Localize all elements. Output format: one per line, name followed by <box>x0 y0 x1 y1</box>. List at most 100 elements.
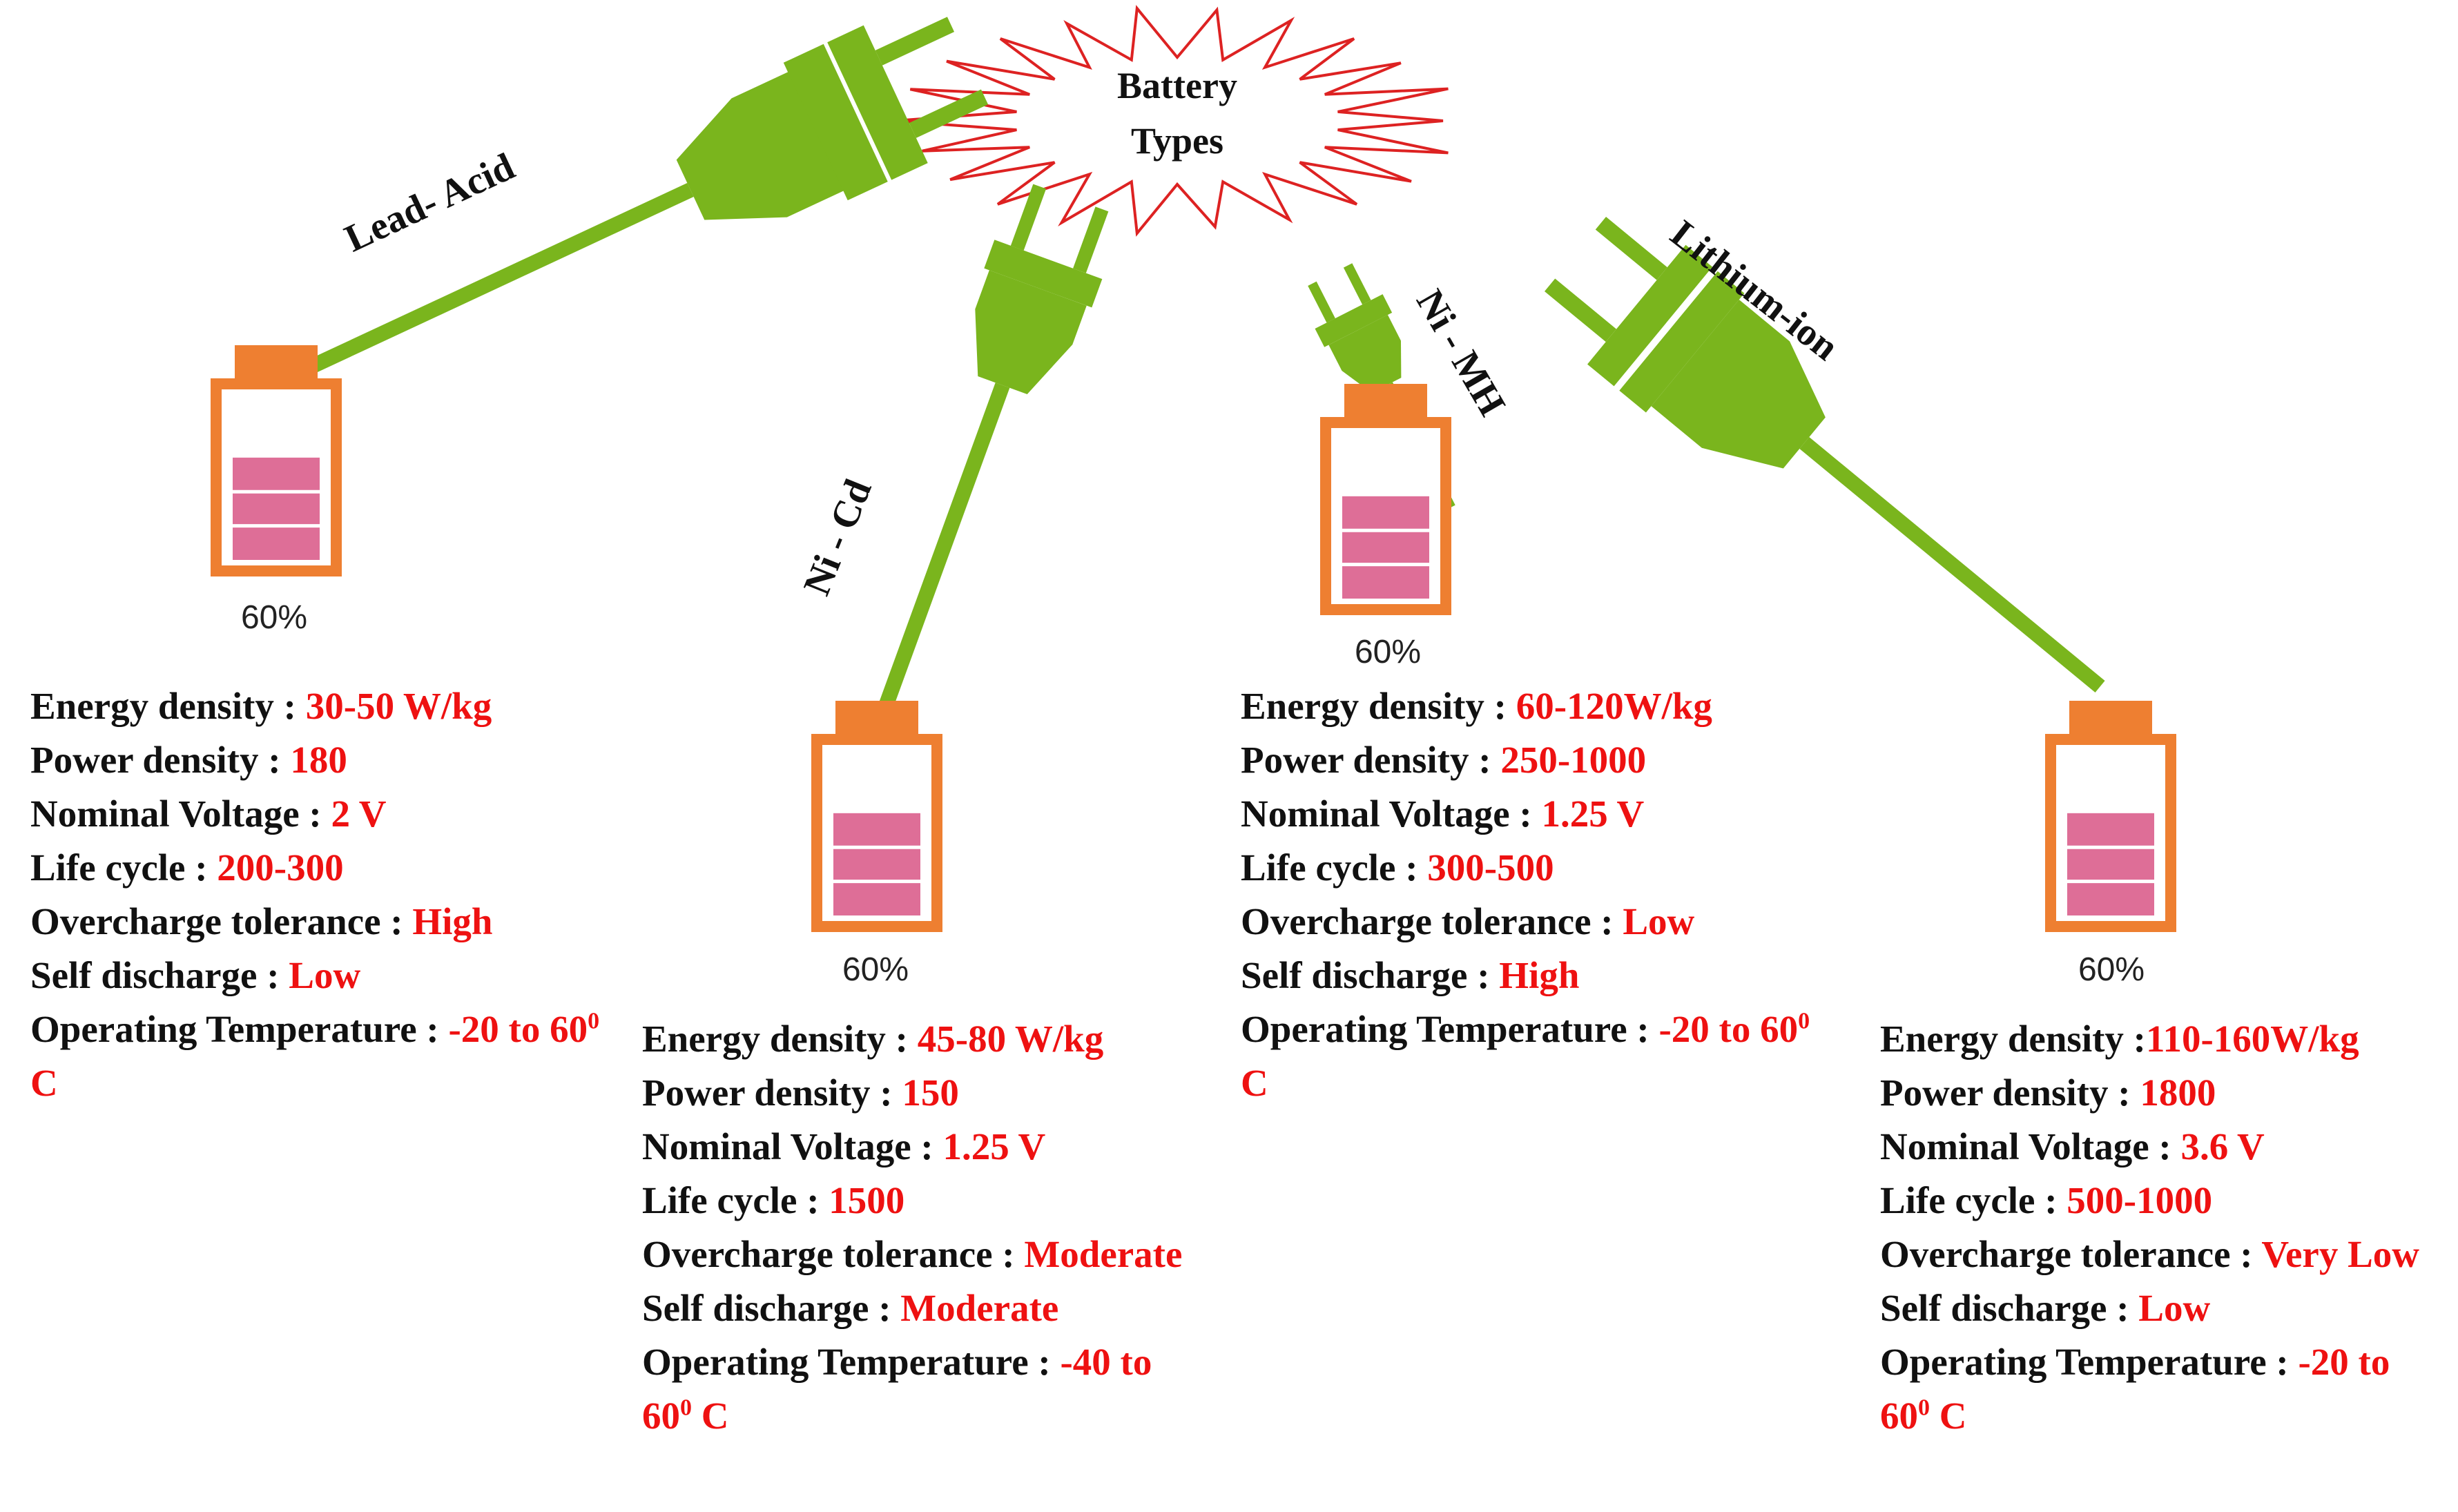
spec-row: Life cycle : 500-1000 <box>1880 1174 2446 1228</box>
battery-icon <box>811 701 942 932</box>
charge-label: 60% <box>2078 951 2145 988</box>
spec-row: Nominal Voltage : 2 V <box>30 787 603 841</box>
spec-value: 1500 <box>829 1179 905 1221</box>
spec-row: Nominal Voltage : 1.25 V <box>1241 787 1814 841</box>
temperature-unit: C <box>692 1395 729 1437</box>
spec-value: -20 to 60 <box>1880 1341 2390 1437</box>
spec-label: Self discharge : <box>1241 954 1500 996</box>
spec-value: Very Low <box>2261 1233 2419 1275</box>
degree-superscript: 0 <box>1918 1395 1930 1421</box>
degree-superscript: 0 <box>588 1008 600 1034</box>
spec-label: Self discharge : <box>1880 1287 2139 1329</box>
spec-label: Overcharge tolerance : <box>1241 900 1623 942</box>
spec-value: High <box>1499 954 1580 996</box>
spec-row-temperature: Operating Temperature : -20 to 600 C <box>30 1002 603 1110</box>
spec-row-temperature: Operating Temperature : -40 to 600 C <box>642 1335 1208 1443</box>
spec-value: 180 <box>290 739 347 781</box>
spec-label: Overcharge tolerance : <box>642 1233 1025 1275</box>
spec-label: Power density : <box>642 1072 902 1114</box>
spec-value: -40 to 60 <box>642 1341 1152 1437</box>
degree-superscript: 0 <box>680 1395 692 1421</box>
spec-value: -20 to 60 <box>448 1008 588 1050</box>
plug-icon <box>872 184 1109 726</box>
spec-value: Low <box>2138 1287 2211 1329</box>
charge-label: 60% <box>241 599 307 636</box>
temperature-unit: C <box>1930 1395 1967 1437</box>
battery-cap <box>2069 701 2152 734</box>
spec-row: Life cycle : 300-500 <box>1241 841 1814 895</box>
spec-label: Operating Temperature : <box>1880 1341 2299 1383</box>
battery-type-label: Lead- Acid <box>338 145 521 260</box>
battery-type-label: Ni - Cd <box>795 474 880 601</box>
spec-label: Power density : <box>30 739 291 781</box>
burst-title-line2: Types <box>1131 120 1223 162</box>
spec-value: 500-1000 <box>2067 1179 2213 1221</box>
spec-label: Power density : <box>1241 739 1501 781</box>
spec-label: Life cycle : <box>1880 1179 2067 1221</box>
spec-row: Self discharge : Low <box>1880 1281 2446 1335</box>
spec-value: 45-80 W/kg <box>917 1018 1104 1060</box>
spec-row: Overcharge tolerance : Low <box>1241 895 1814 949</box>
spec-row: Energy density :110-160W/kg <box>1880 1012 2446 1066</box>
spec-label: Nominal Voltage : <box>1241 793 1542 835</box>
spec-value: 300-500 <box>1427 846 1554 889</box>
battery-cap <box>1344 384 1427 417</box>
spec-label: Life cycle : <box>30 846 217 889</box>
spec-row: Nominal Voltage : 1.25 V <box>642 1120 1208 1174</box>
degree-superscript: 0 <box>1798 1008 1810 1034</box>
battery-charge-fill <box>1342 496 1429 599</box>
spec-label: Energy density : <box>30 685 306 727</box>
spec-label: Energy density : <box>1880 1018 2146 1060</box>
spec-label: Nominal Voltage : <box>1880 1125 2181 1167</box>
spec-value: 250-1000 <box>1500 739 1647 781</box>
spec-label: Power density : <box>1880 1072 2140 1114</box>
plug-icon <box>249 17 989 401</box>
spec-label: Energy density : <box>642 1018 918 1060</box>
burst-icon: Battery Types <box>894 5 1449 237</box>
spec-row: Power density : 180 <box>30 733 603 787</box>
spec-row: Life cycle : 1500 <box>642 1174 1208 1228</box>
spec-label: Operating Temperature : <box>642 1341 1061 1383</box>
temperature-unit: C <box>30 1062 58 1104</box>
charge-label: 60% <box>842 951 909 988</box>
spec-value: Moderate <box>900 1287 1059 1329</box>
spec-row: Overcharge tolerance : Moderate <box>642 1228 1208 1281</box>
batteries-group <box>211 345 2176 932</box>
battery-charge-fill <box>2067 813 2154 915</box>
spec-value: 1800 <box>2140 1072 2216 1114</box>
spec-row: Self discharge : Low <box>30 949 603 1002</box>
spec-label: Operating Temperature : <box>1241 1008 1659 1050</box>
battery-charge-fill <box>833 813 920 915</box>
spec-value: 60-120W/kg <box>1516 685 1712 727</box>
spec-value: Moderate <box>1024 1233 1183 1275</box>
spec-row: Energy density : 45-80 W/kg <box>642 1012 1208 1066</box>
spec-row-temperature: Operating Temperature : -20 to 600 C <box>1241 1002 1814 1110</box>
battery-icon <box>1320 384 1451 615</box>
charge-label: 60% <box>1355 634 1421 670</box>
spec-value: Low <box>289 954 361 996</box>
spec-value: 3.6 V <box>2180 1125 2265 1167</box>
spec-label: Self discharge : <box>30 954 289 996</box>
battery-cap <box>235 345 318 378</box>
spec-row: Self discharge : Moderate <box>642 1281 1208 1335</box>
spec-row: Self discharge : High <box>1241 949 1814 1002</box>
spec-label: Nominal Voltage : <box>30 793 331 835</box>
spec-label: Overcharge tolerance : <box>1880 1233 2262 1275</box>
spec-label: Operating Temperature : <box>30 1008 449 1050</box>
spec-row-temperature: Operating Temperature : -20 to 600 C <box>1880 1335 2446 1443</box>
battery-charge-fill <box>233 457 320 560</box>
spec-label: Self discharge : <box>642 1287 901 1329</box>
spec-value: 2 V <box>331 793 387 835</box>
spec-row: Power density : 250-1000 <box>1241 733 1814 787</box>
spec-value: High <box>412 900 493 942</box>
spec-value: 110-160W/kg <box>2146 1018 2359 1060</box>
spec-value: 150 <box>902 1072 959 1114</box>
spec-value: -20 to 60 <box>1658 1008 1799 1050</box>
spec-row: Energy density : 30-50 W/kg <box>30 679 603 733</box>
battery-icon <box>211 345 342 576</box>
burst-title-line1: Battery <box>1117 65 1237 106</box>
spec-label: Life cycle : <box>1241 846 1428 889</box>
